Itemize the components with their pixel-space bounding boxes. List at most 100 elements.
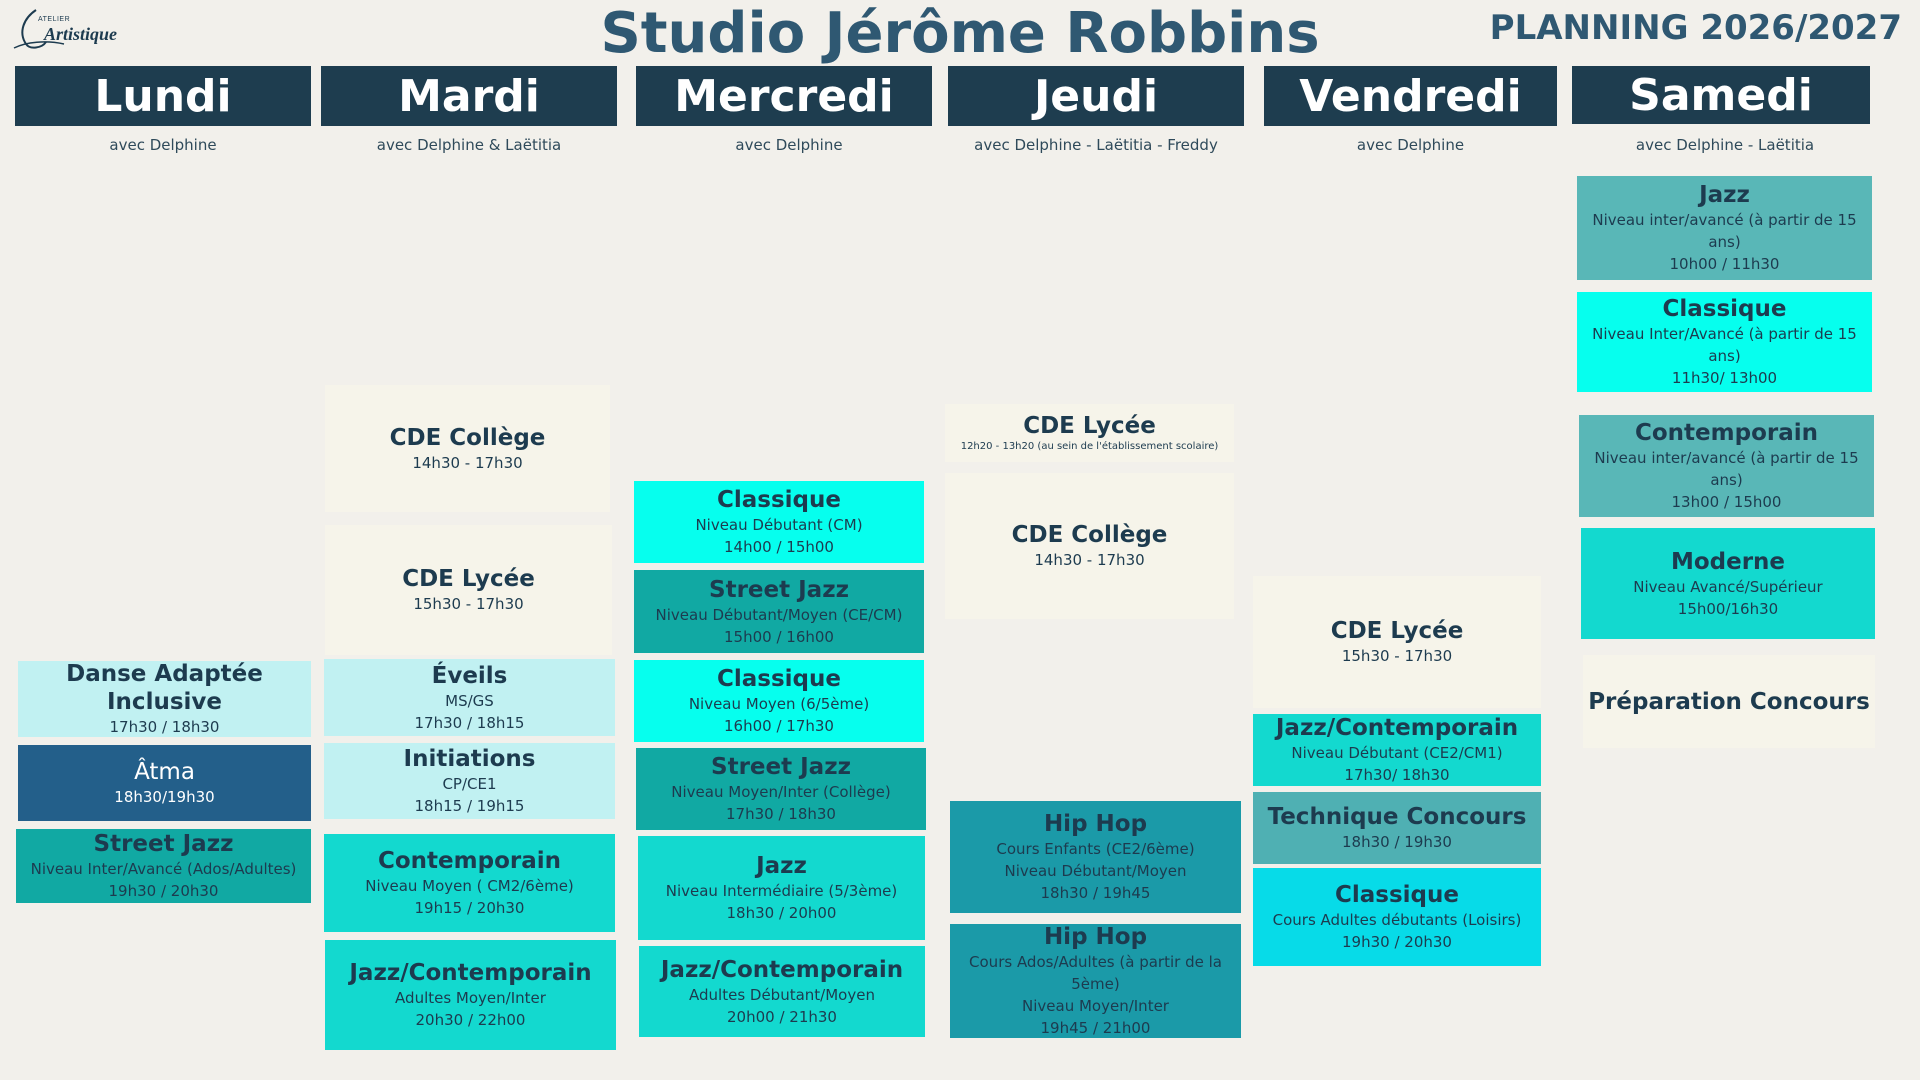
page-subtitle: PLANNING 2026/2027	[1489, 8, 1902, 48]
class-line: CP/CE1	[442, 775, 497, 793]
class-title: Danse Adaptée Inclusive	[66, 661, 263, 715]
class-block[interactable]: CDE Collège 14h30 - 17h30	[945, 473, 1234, 619]
class-block[interactable]: Préparation Concours	[1583, 655, 1875, 748]
class-title: Classique	[717, 666, 841, 692]
class-block[interactable]: CDE Lycée 15h30 - 17h30	[325, 525, 612, 655]
class-line: 17h30 / 18h30	[726, 805, 836, 823]
class-block[interactable]: Classique Niveau Débutant (CM) 14h00 / 1…	[634, 481, 924, 563]
class-block[interactable]: CDE Collège 14h30 - 17h30	[325, 385, 610, 512]
logo-swirl-icon	[13, 9, 65, 49]
class-title: Préparation Concours	[1588, 688, 1870, 715]
class-line: Niveau Moyen (6/5ème)	[688, 695, 870, 713]
class-line: Cours Adultes débutants (Loisirs)	[1272, 911, 1522, 929]
class-block[interactable]: Street Jazz Niveau Débutant/Moyen (CE/CM…	[634, 570, 924, 653]
logo-big-text: Artistique	[44, 24, 118, 44]
class-line: 17h30 / 18h15	[414, 713, 525, 732]
class-line: Adultes Moyen/Inter	[395, 989, 546, 1007]
class-line: 18h30 / 19h45	[1040, 884, 1151, 902]
class-line: 19h30 / 20h30	[108, 882, 219, 900]
class-title: Hip Hop	[1043, 924, 1148, 950]
class-block[interactable]: Jazz Niveau Intermédiaire (5/3ème) 18h30…	[638, 836, 925, 940]
class-title: Âtma	[134, 759, 195, 785]
class-line: Niveau Inter/Avancé (à partir de 15 ans)	[1592, 325, 1857, 365]
class-title: CDE Lycée	[1330, 618, 1464, 644]
class-block[interactable]: Âtma 18h30/19h30	[18, 745, 311, 821]
day-header-mardi: Mardi	[321, 66, 617, 126]
day-header-samedi: Samedi	[1572, 66, 1870, 124]
class-title: Street Jazz	[711, 754, 851, 780]
class-line: 14h30 - 17h30	[412, 453, 523, 472]
class-line: 20h30 / 22h00	[415, 1011, 526, 1029]
day-header-jeudi: Jeudi	[948, 66, 1244, 126]
class-block[interactable]: Technique Concours 18h30 / 19h30	[1253, 792, 1541, 864]
class-block[interactable]: Classique Cours Adultes débutants (Loisi…	[1253, 868, 1541, 966]
class-title: Hip Hop	[1043, 811, 1148, 837]
class-block[interactable]: Contemporain Niveau inter/avancé (à part…	[1579, 415, 1874, 517]
class-title: CDE Collège	[389, 424, 546, 451]
class-title: Jazz	[756, 853, 807, 879]
class-title: Jazz/Contemporain	[349, 960, 592, 986]
class-title: Jazz	[1699, 182, 1750, 208]
class-block[interactable]: Hip Hop Cours Enfants (CE2/6ème) Niveau …	[950, 801, 1241, 913]
class-title: Street Jazz	[93, 831, 234, 857]
class-line: Niveau Moyen ( CM2/6ème)	[365, 877, 574, 895]
class-line: 20h00 / 21h30	[727, 1007, 837, 1026]
class-block[interactable]: Jazz/Contemporain Adultes Débutant/Moyen…	[639, 946, 925, 1037]
day-teachers-mardi: avec Delphine & Laëtitia	[376, 136, 562, 154]
class-title: Contemporain	[1634, 420, 1818, 446]
class-block[interactable]: Classique Niveau Inter/Avancé (à partir …	[1577, 292, 1872, 392]
day-teachers-jeudi: avec Delphine - Laëtitia - Freddy	[974, 136, 1218, 154]
class-line: 18h30 / 19h30	[1342, 833, 1452, 851]
class-line: Cours Enfants (CE2/6ème)	[996, 840, 1195, 858]
class-line: 11h30/ 13h00	[1671, 369, 1778, 387]
class-block[interactable]: CDE Lycée 15h30 - 17h30	[1253, 576, 1541, 708]
day-teachers-mercredi: avec Delphine	[735, 136, 843, 154]
day-header-mercredi: Mercredi	[636, 66, 932, 126]
class-block[interactable]: Initiations CP/CE1 18h15 / 19h15	[324, 743, 615, 819]
class-line: 18h30 / 20h00	[726, 904, 837, 922]
class-title: Classique	[1335, 882, 1459, 908]
class-line: MS/GS	[445, 691, 494, 710]
class-title: Classique	[1662, 296, 1787, 322]
class-line: 18h30/19h30	[114, 788, 215, 806]
class-title: CDE Collège	[1011, 522, 1168, 548]
day-teachers-samedi: avec Delphine - Laëtitia	[1635, 136, 1815, 154]
class-line: 14h30 - 17h30	[1034, 551, 1145, 569]
class-block[interactable]: Jazz/Contemporain Niveau Débutant (CE2/C…	[1253, 714, 1541, 786]
class-line: Niveau Débutant (CE2/CM1)	[1291, 744, 1503, 762]
studio-logo: ATELIER Artistique	[6, 4, 118, 52]
class-line: Niveau inter/avancé (à partir de 15 ans)	[1594, 449, 1859, 489]
class-title: Moderne	[1670, 548, 1786, 575]
day-teachers-vendredi: avec Delphine	[1356, 136, 1465, 154]
class-line: Niveau Inter/Avancé (Ados/Adultes)	[30, 860, 297, 878]
class-line: 15h00 / 16h00	[724, 627, 834, 646]
page-title: Studio Jérôme Robbins	[600, 1, 1320, 66]
class-line: Cours Ados/Adultes (à partir de la 5ème)	[969, 953, 1222, 993]
class-line: 18h15 / 19h15	[414, 797, 525, 815]
class-title: Street Jazz	[709, 576, 849, 603]
class-block[interactable]: Jazz Niveau inter/avancé (à partir de 15…	[1577, 176, 1872, 280]
class-block[interactable]: Éveils MS/GS 17h30 / 18h15	[324, 659, 615, 736]
class-title: Classique	[717, 487, 841, 513]
class-line: 10h00 / 11h30	[1669, 255, 1780, 273]
class-block[interactable]: Contemporain Niveau Moyen ( CM2/6ème) 19…	[324, 834, 615, 932]
class-title: Éveils	[431, 662, 508, 689]
class-title: Technique Concours	[1267, 804, 1527, 830]
class-block[interactable]: Danse Adaptée Inclusive 17h30 / 18h30	[18, 661, 311, 737]
class-title: Jazz/Contemporain	[1275, 715, 1519, 741]
class-block[interactable]: Moderne Niveau Avancé/Supérieur 15h00/16…	[1581, 528, 1875, 639]
class-block[interactable]: Hip Hop Cours Ados/Adultes (à partir de …	[950, 924, 1241, 1038]
class-line: 17h30/ 18h30	[1344, 766, 1450, 784]
class-block[interactable]: Classique Niveau Moyen (6/5ème) 16h00 / …	[634, 660, 924, 742]
class-block[interactable]: Street Jazz Niveau Moyen/Inter (Collège)…	[636, 748, 926, 830]
class-title: Contemporain	[377, 848, 561, 874]
class-line: 19h45 / 21h00	[1040, 1019, 1151, 1037]
class-line: 13h00 / 15h00	[1671, 493, 1782, 511]
day-teachers-lundi: avec Delphine	[109, 136, 217, 154]
class-line: 19h30 / 20h30	[1342, 933, 1452, 951]
class-block[interactable]: CDE Lycée 12h20 - 13h20 (au sein de l'ét…	[945, 404, 1234, 462]
day-header-vendredi: Vendredi	[1264, 66, 1557, 126]
class-line: Niveau Moyen/Inter (Collège)	[671, 783, 891, 801]
class-block[interactable]: Street Jazz Niveau Inter/Avancé (Ados/Ad…	[16, 829, 311, 903]
class-block[interactable]: Jazz/Contemporain Adultes Moyen/Inter 20…	[325, 940, 616, 1050]
